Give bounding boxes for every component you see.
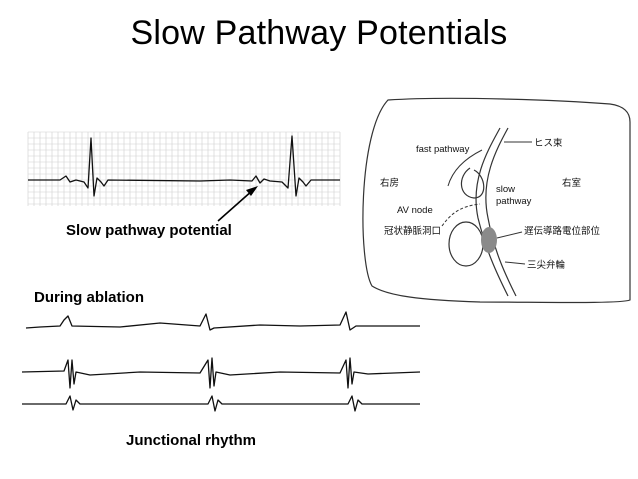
label-coronary-sinus: 冠状静脈洞口 xyxy=(384,225,441,237)
heart-diagram: fast pathway ヒス束 右房 右室 slow pathway AV n… xyxy=(362,97,631,304)
slow-conduction-site-marker xyxy=(481,227,497,253)
av-node-loop xyxy=(460,167,485,199)
ablation-trace-2 xyxy=(21,357,421,389)
label-right-atrium: 右房 xyxy=(380,177,399,189)
annotation-arrow-line xyxy=(217,189,254,222)
heart-outline xyxy=(362,97,631,304)
during-ablation-heading: During ablation xyxy=(34,289,144,306)
label-av-node: AV node xyxy=(397,205,433,216)
ablation-trace-3 xyxy=(22,395,420,412)
slide-title: Slow Pathway Potentials xyxy=(130,14,508,52)
leader-tricuspid xyxy=(504,261,526,265)
label-tricuspid-valve: 三尖弁輪 xyxy=(527,259,566,271)
label-fast-pathway: fast pathway xyxy=(416,144,470,155)
ablation-trace-1 xyxy=(25,311,420,331)
coronary-sinus-ostium xyxy=(448,221,484,267)
label-slow-pathway-2: pathway xyxy=(496,196,532,207)
label-slow-pathway-1: slow xyxy=(496,184,515,195)
label-slow-conduction-site: 遅伝導路電位部位 xyxy=(524,225,601,237)
septum-line-2 xyxy=(485,127,517,297)
ecg-grid xyxy=(27,131,341,206)
annotation-arrowhead xyxy=(246,186,258,196)
label-his-bundle: ヒス束 xyxy=(534,138,563,149)
junctional-rhythm-caption: Junctional rhythm xyxy=(126,432,257,449)
ecg-trace-top xyxy=(28,135,340,197)
leader-slow-site xyxy=(496,231,523,239)
slow-pathway-potential-label: Slow pathway potential xyxy=(66,222,232,239)
label-right-ventricle: 右室 xyxy=(562,177,581,189)
slow-pathway-dashed xyxy=(441,203,481,227)
septum-line-1 xyxy=(475,127,509,297)
fast-pathway-arrow xyxy=(447,149,483,187)
